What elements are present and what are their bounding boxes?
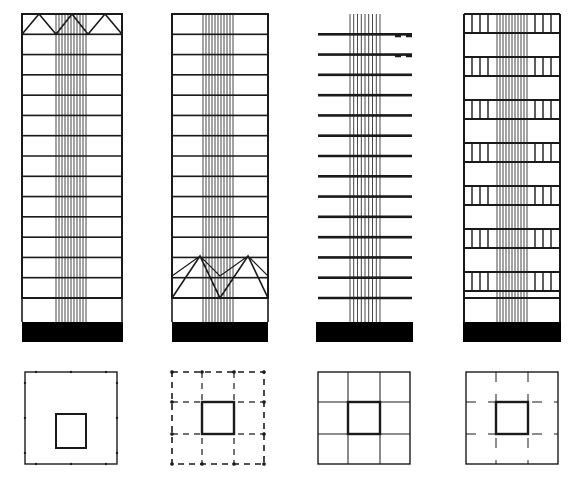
column-dot bbox=[115, 416, 119, 420]
core-walls bbox=[349, 14, 381, 322]
column-dot bbox=[23, 451, 27, 455]
belt-outriggers bbox=[463, 13, 561, 322]
core-wall bbox=[494, 400, 530, 436]
column-dot bbox=[69, 462, 73, 466]
column-dot bbox=[115, 451, 119, 455]
truss-diagonal bbox=[21, 12, 123, 36]
column-dot bbox=[232, 370, 236, 374]
foundation-base bbox=[22, 322, 123, 342]
plan-perimeter-columns bbox=[23, 370, 119, 466]
elevation-top-belt-truss bbox=[21, 12, 123, 342]
column-dot bbox=[200, 370, 204, 374]
floor-slabs bbox=[21, 13, 123, 322]
column-dot bbox=[34, 462, 38, 466]
column-dot bbox=[23, 416, 27, 420]
core-wall bbox=[55, 413, 87, 449]
plan-broken-grid bbox=[465, 371, 559, 465]
plan-outline bbox=[24, 371, 118, 465]
foundation-base bbox=[463, 322, 561, 342]
column-dot bbox=[69, 370, 73, 374]
column-dot bbox=[262, 462, 266, 466]
plan-outline bbox=[317, 371, 411, 465]
column-dot bbox=[104, 462, 108, 466]
belt-truss bbox=[171, 254, 269, 300]
column-dot bbox=[232, 462, 236, 466]
core-wall bbox=[200, 400, 236, 436]
plan-dashed-grid bbox=[170, 370, 266, 466]
column-dot bbox=[170, 400, 174, 404]
column-dot bbox=[262, 370, 266, 374]
elevation-multi-belt bbox=[463, 13, 561, 342]
column-dot bbox=[170, 432, 174, 436]
column-dot bbox=[200, 462, 204, 466]
belt-truss bbox=[21, 12, 123, 36]
column-dot bbox=[170, 370, 174, 374]
core-wall bbox=[346, 400, 382, 436]
core-walls bbox=[202, 14, 234, 322]
plan-outline bbox=[171, 371, 265, 465]
elevation-bottom-belt-truss bbox=[171, 13, 269, 342]
foundation-base bbox=[172, 322, 268, 342]
core-walls bbox=[496, 14, 528, 322]
plan-outline bbox=[465, 371, 559, 465]
column-dot bbox=[262, 432, 266, 436]
column-dot bbox=[23, 381, 27, 385]
column-dot bbox=[262, 400, 266, 404]
truss-diagonal bbox=[171, 254, 269, 300]
elevation-core-cantilever bbox=[316, 14, 413, 342]
column-dot bbox=[115, 381, 119, 385]
core-walls bbox=[55, 14, 87, 322]
truss-diagonal bbox=[171, 255, 269, 277]
plan-solid-grid bbox=[317, 371, 411, 465]
cantilever-slabs bbox=[318, 32, 412, 300]
column-dot bbox=[104, 370, 108, 374]
column-dot bbox=[170, 462, 174, 466]
column-dot bbox=[34, 370, 38, 374]
foundation-base bbox=[316, 322, 413, 342]
